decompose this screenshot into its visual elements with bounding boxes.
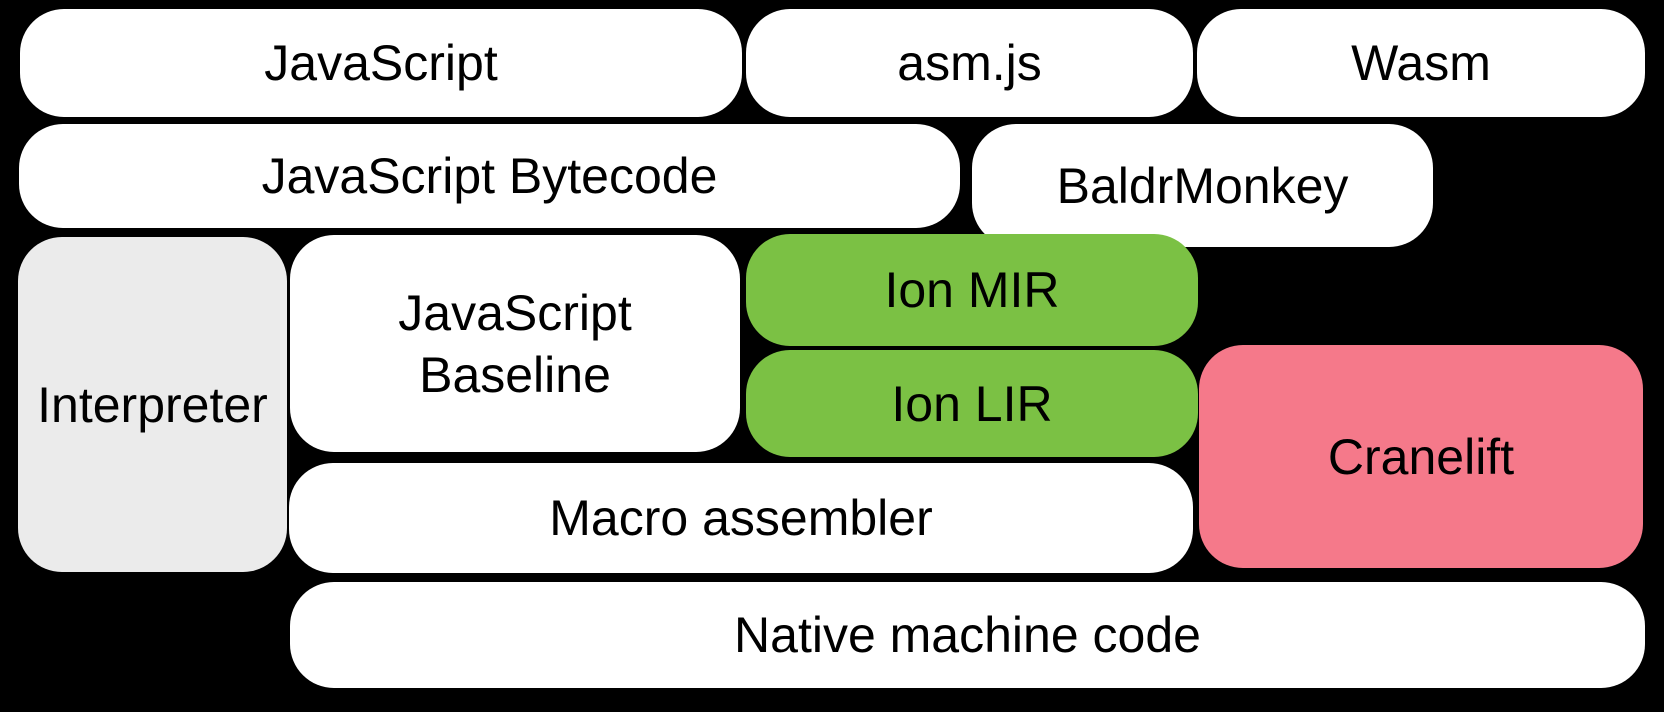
javascript-baseline-label: JavaScript Baseline bbox=[398, 284, 632, 403]
cranelift-label: Cranelift bbox=[1327, 428, 1515, 485]
native-machine-code-box: Native machine code bbox=[290, 582, 1645, 688]
ion-lir-box: Ion LIR bbox=[746, 350, 1198, 457]
macro-assembler-label: Macro assembler bbox=[549, 490, 933, 546]
wasm-box: Wasm bbox=[1197, 9, 1645, 117]
ion-mir-box: Ion MIR bbox=[746, 234, 1198, 346]
javascript-bytecode-box: JavaScript Bytecode bbox=[19, 124, 960, 228]
javascript-bytecode-label: JavaScript Bytecode bbox=[261, 148, 718, 204]
wasm-label: Wasm bbox=[1351, 35, 1491, 91]
javascript-box: JavaScript bbox=[20, 9, 742, 117]
interpreter-box: Interpreter bbox=[18, 237, 287, 572]
cranelift-box: Cranelift bbox=[1199, 345, 1643, 568]
interpreter-label: Interpreter bbox=[37, 376, 268, 433]
baldrmonkey-box: BaldrMonkey bbox=[972, 124, 1433, 247]
ion-mir-label: Ion MIR bbox=[884, 262, 1060, 318]
javascript-baseline-box: JavaScript Baseline bbox=[290, 235, 740, 452]
native-machine-code-label: Native machine code bbox=[734, 607, 1201, 663]
ion-lir-label: Ion LIR bbox=[891, 375, 1053, 432]
asm-js-label: asm.js bbox=[897, 35, 1042, 91]
macro-assembler-box: Macro assembler bbox=[289, 463, 1193, 573]
asm-js-box: asm.js bbox=[746, 9, 1193, 117]
javascript-label: JavaScript bbox=[264, 35, 498, 91]
baldrmonkey-label: BaldrMonkey bbox=[1056, 157, 1349, 214]
